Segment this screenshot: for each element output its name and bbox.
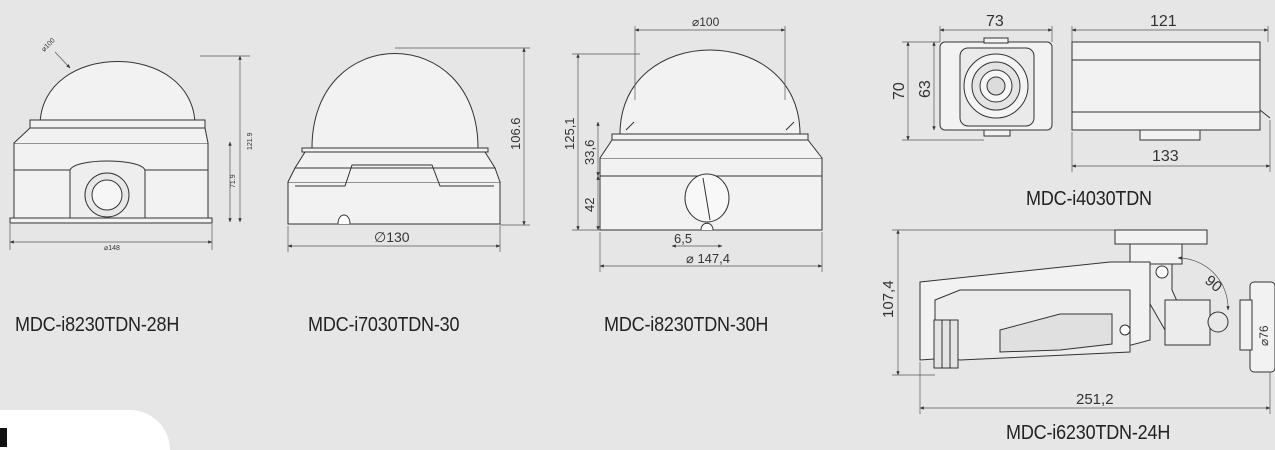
dim-d3-h1: 33,6	[582, 140, 597, 165]
camera-dome-1	[9, 61, 213, 224]
corner-tab	[0, 410, 170, 450]
dim-lines-2	[287, 47, 530, 252]
dim-d1-w: ⌀148	[104, 245, 120, 252]
camera-dome-2	[287, 53, 501, 225]
camera-dome-3	[599, 49, 823, 231]
dim-lines-5	[892, 229, 1271, 414]
caption-mdc-i8230tdn-30h: MDC-i8230TDN-30H	[604, 314, 769, 336]
dim-d2-w: ∅130	[374, 229, 410, 245]
dim-d1-h1: 121.9	[247, 132, 254, 150]
dim-d1-h2: 71.9	[230, 174, 237, 188]
dim-d3-small: 6,5	[674, 231, 692, 246]
caption-mdc-i4030tdn: MDC-i4030TDN	[1026, 188, 1152, 210]
dim-d4-h1: 70	[891, 82, 908, 100]
dim-d5-h: 107,4	[880, 280, 897, 318]
dim-lines-3	[572, 26, 823, 272]
dim-d3-w: ⌀ 147,4	[686, 251, 730, 266]
dim-d3-top: ⌀100	[692, 15, 720, 29]
caption-mdc-i8230tdn-28h: MDC-i8230TDN-28H	[15, 314, 180, 336]
dim-d3-h2: 42	[582, 198, 597, 212]
dim-d4-w3: 133	[1152, 148, 1179, 165]
camera-box-front	[939, 37, 1053, 137]
dim-d5-angle: 90	[1201, 272, 1225, 296]
dim-d1-dia: ⌀100	[40, 37, 56, 53]
dim-d4-h2: 63	[917, 80, 934, 98]
dim-d4-w2: 121	[1150, 13, 1177, 30]
caption-mdc-i6230tdn-24h: MDC-i6230TDN-24H	[1006, 422, 1171, 444]
camera-bullet	[919, 229, 1275, 373]
dim-lines-4	[902, 26, 1271, 172]
camera-box-side	[1071, 41, 1271, 141]
dim-d5-side: ⌀76	[1257, 325, 1271, 346]
dim-d3-h: 125,1	[562, 117, 577, 150]
caption-mdc-i7030tdn-30: MDC-i7030TDN-30	[308, 314, 460, 336]
dim-d5-w: 251,2	[1076, 391, 1114, 408]
dim-d4-w1: 73	[986, 13, 1004, 30]
dim-lines-1	[9, 51, 250, 250]
dim-d2-h: 106.6	[508, 117, 523, 150]
corner-mark	[0, 428, 7, 447]
